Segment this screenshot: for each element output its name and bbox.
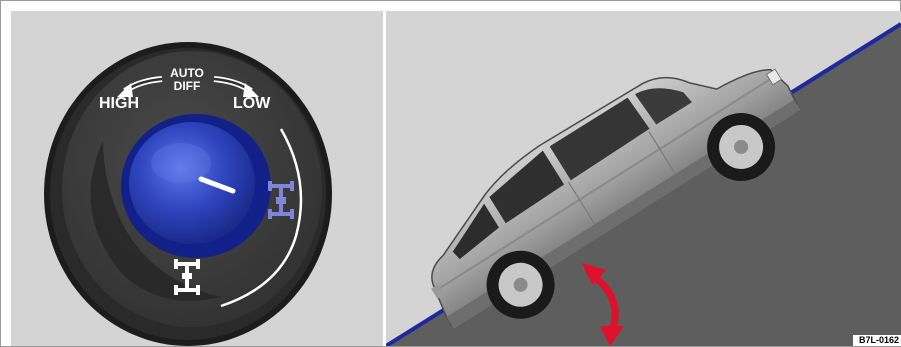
selector-dial-panel: AUTO DIFF HIGH LOW [11,11,383,346]
figure-code-label: B7L-0162 [853,335,901,346]
label-diff: DIFF [174,79,201,93]
selector-knob[interactable] [129,122,255,244]
label-high: HIGH [99,95,139,112]
label-low: LOW [233,95,271,112]
vehicle-slope-panel: B7L-0162 [386,11,901,346]
label-auto: AUTO [170,66,204,80]
selector-dial-illustration: AUTO DIFF HIGH LOW [11,11,383,346]
vehicle-slope-illustration [386,11,901,346]
